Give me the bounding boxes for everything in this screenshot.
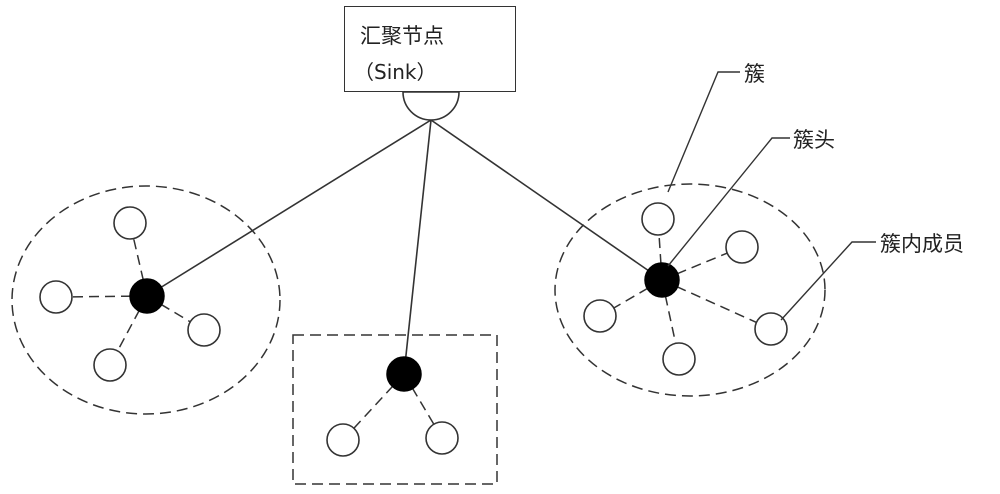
right-member-node	[583, 299, 617, 333]
right-cluster-head	[644, 262, 680, 298]
middle-cluster-head	[386, 356, 422, 392]
middle-cluster-boundary	[292, 334, 498, 485]
sink-link-right	[430, 119, 663, 281]
sink-link-left	[146, 119, 432, 297]
middle-member-node	[326, 423, 360, 457]
left-member-node	[39, 280, 73, 314]
cluster-member-label: 簇内成员	[880, 232, 964, 256]
right-member-node	[641, 202, 675, 236]
cluster-label: 簇	[744, 62, 765, 86]
cluster-callout-line	[667, 71, 740, 193]
middle-member-node	[425, 421, 459, 455]
left-cluster-head	[129, 278, 165, 314]
sink-antenna	[402, 91, 460, 121]
cluster-head-label: 簇头	[793, 128, 835, 152]
middle-member-link	[403, 373, 443, 439]
right-member-node	[754, 312, 788, 346]
cluster-head-callout-line	[667, 137, 790, 267]
right-member-node	[662, 342, 696, 376]
left-member-node	[113, 206, 147, 240]
left-member-node	[93, 348, 127, 382]
sink-node-box	[344, 6, 516, 92]
member-callout-line	[780, 241, 876, 321]
sink-link-middle	[403, 119, 432, 375]
right-member-node	[725, 230, 759, 264]
right-cluster-boundary	[554, 183, 826, 397]
left-member-node	[187, 313, 221, 347]
left-member-link	[129, 222, 148, 297]
left-cluster-boundary	[11, 185, 281, 415]
sink-title: 汇聚节点	[360, 24, 444, 48]
right-member-link	[599, 279, 663, 317]
sink-subtitle: （Sink）	[354, 60, 437, 84]
right-member-link	[661, 279, 772, 330]
